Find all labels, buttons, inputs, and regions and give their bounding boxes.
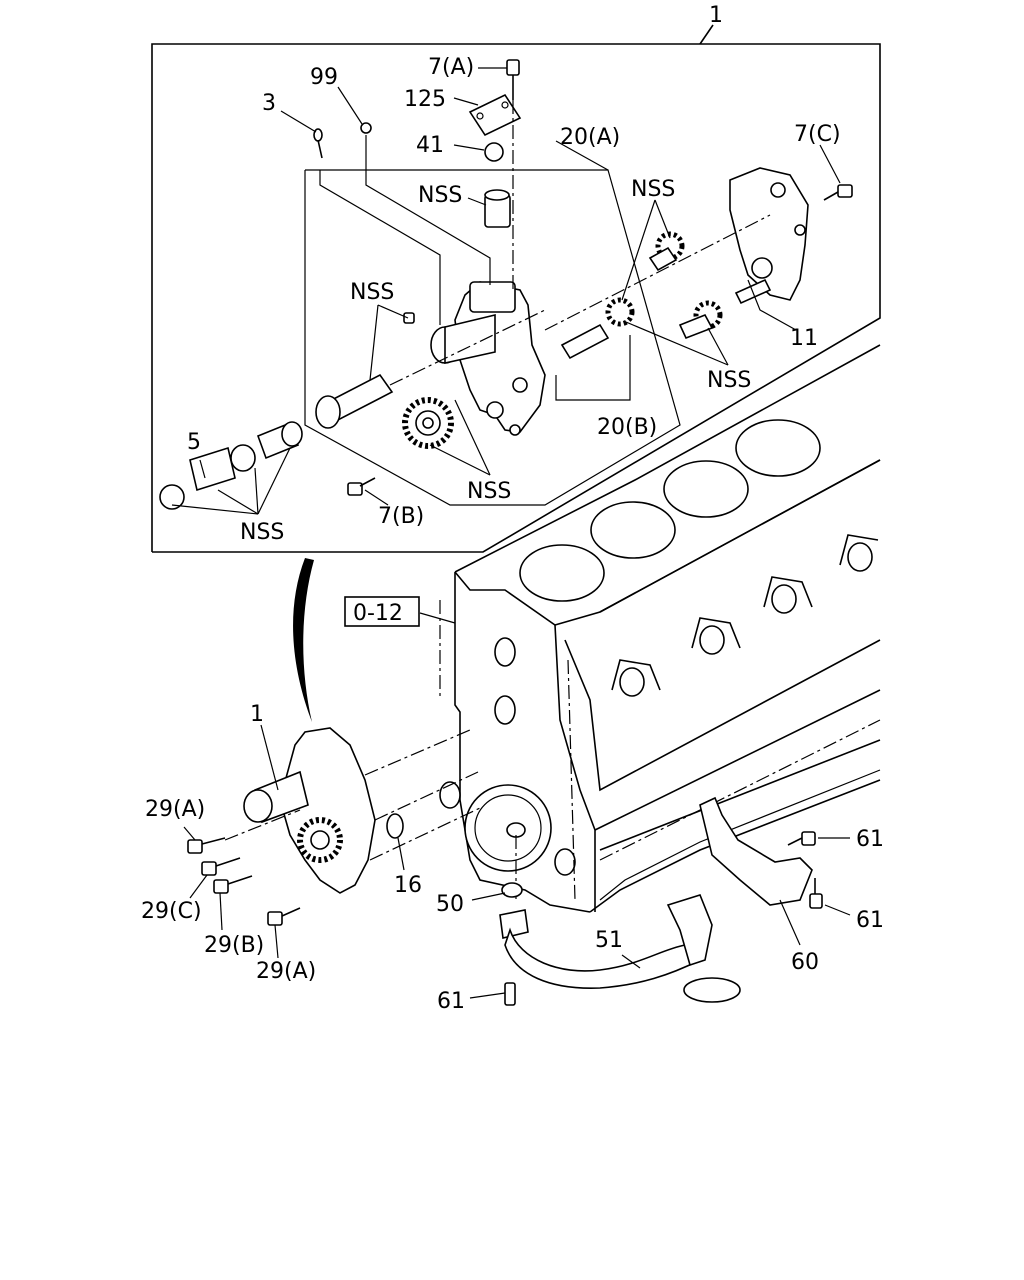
callout-nss-cap: NSS [418, 183, 462, 208]
callout-11: 11 [790, 326, 818, 351]
oil-strainer [499, 882, 741, 1006]
strainer-bracket [699, 796, 823, 909]
callout-29a-bottom: 29(A) [256, 959, 316, 984]
callout-nss-relief: NSS [240, 520, 284, 545]
callout-7a: 7(A) [428, 55, 474, 80]
callout-labels: 1 99 3 7(A) 125 41 20(A) 7(C) NSS NSS NS… [141, 3, 884, 1014]
callout-nss-gear-lower: NSS [707, 368, 751, 393]
callout-61-mid: 61 [856, 908, 884, 933]
callout-nss-drive: NSS [467, 479, 511, 504]
engine-block [439, 344, 881, 913]
callout-ref-0-12: 0-12 [353, 601, 403, 626]
callout-20a: 20(A) [560, 125, 620, 150]
callout-16: 16 [394, 873, 422, 898]
callout-99: 99 [310, 65, 338, 90]
callout-51: 51 [595, 928, 623, 953]
pump-body-detail [159, 59, 546, 510]
callout-29b: 29(B) [204, 933, 264, 958]
reference-box [344, 596, 420, 627]
callout-7c: 7(C) [794, 122, 841, 147]
callout-7b: 7(B) [378, 504, 424, 529]
callout-5: 5 [187, 430, 201, 455]
callout-29c: 29(C) [141, 899, 202, 924]
callout-1-top: 1 [709, 3, 723, 28]
leader-lines [171, 67, 851, 999]
gear-middle [605, 297, 635, 327]
callout-nss-gear-right: NSS [631, 177, 675, 202]
callout-50: 50 [436, 892, 464, 917]
callout-60: 60 [791, 950, 819, 975]
callout-125: 125 [404, 87, 446, 112]
callout-nss-shaft: NSS [350, 280, 394, 305]
assembly-arrow [293, 558, 314, 722]
pump-assembled [187, 727, 481, 926]
callout-29a-top: 29(A) [145, 797, 205, 822]
callout-1-lower: 1 [250, 702, 264, 727]
callout-3: 3 [262, 91, 276, 116]
callout-41: 41 [416, 133, 444, 158]
callout-61-top: 61 [856, 827, 884, 852]
callout-61-bottom: 61 [437, 989, 465, 1014]
callout-20b: 20(B) [597, 415, 657, 440]
